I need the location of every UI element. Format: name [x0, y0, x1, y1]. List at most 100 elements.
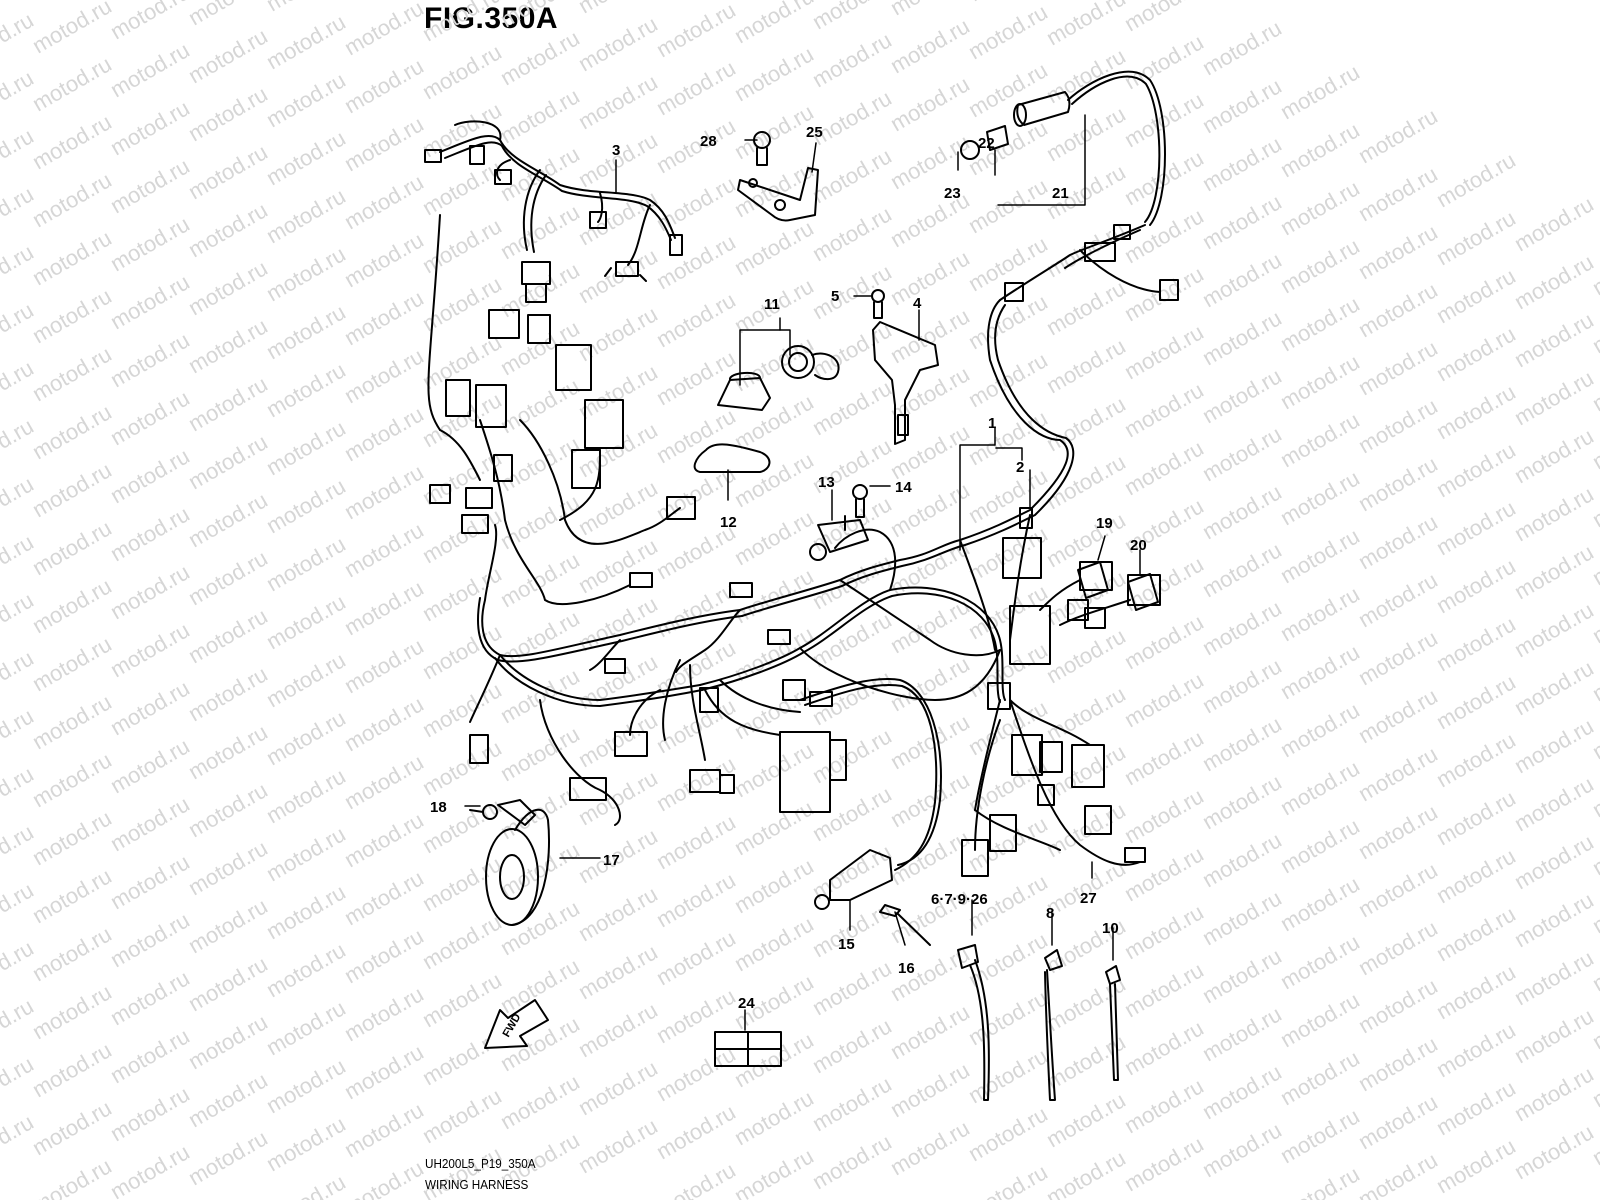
- watermark-text: motod.ru: [886, 1115, 974, 1180]
- watermark-text: motod.ru: [1120, 1131, 1208, 1196]
- watermark-text: motod.ru: [1432, 901, 1520, 966]
- connector-cluster-right: [961, 224, 1179, 877]
- watermark-text: motod.ru: [1276, 755, 1364, 820]
- watermark-text: motod.ru: [574, 11, 662, 76]
- watermark-text: motod.ru: [184, 545, 272, 610]
- watermark-text: motod.ru: [1354, 1031, 1442, 1096]
- watermark-text: motod.ru: [964, 173, 1052, 238]
- watermark-text: motod.ru: [340, 343, 428, 408]
- watermark-text: motod.ru: [574, 301, 662, 366]
- pad-part-12: [693, 443, 771, 473]
- watermark-text: motod.ru: [1042, 391, 1130, 456]
- callout-20: 20: [1130, 537, 1147, 554]
- callout-23: 23: [944, 185, 961, 202]
- watermark-text: motod.ru: [1510, 249, 1598, 314]
- watermark-text: motod.ru: [1432, 611, 1520, 676]
- watermark-text: motod.ru: [1510, 655, 1598, 720]
- watermark-text: motod.ru: [1042, 275, 1130, 340]
- watermark-text: motod.ru: [106, 791, 194, 856]
- watermark-text: motod.ru: [808, 201, 896, 266]
- watermark-text: motod.ru: [418, 1083, 506, 1148]
- watermark-text: motod.ru: [28, 167, 116, 232]
- watermark-text: motod.ru: [496, 895, 584, 960]
- callout-22: 22: [978, 135, 995, 152]
- figure-code: UH200L5_P19_350A: [425, 1156, 536, 1171]
- watermark-text: motod.ru: [574, 939, 662, 1004]
- watermark-text: motod.ru: [1120, 377, 1208, 442]
- watermark-text: motod.ru: [1120, 957, 1208, 1022]
- callout-4: 4: [913, 295, 922, 312]
- watermark-text: motod.ru: [652, 983, 740, 1048]
- watermark-text: motod.ru: [1510, 829, 1598, 894]
- watermark-text: motod.ru: [1042, 855, 1130, 920]
- watermark-text: motod.ru: [808, 781, 896, 846]
- watermark-text: motod.ru: [1432, 1017, 1520, 1082]
- figure-title: FIG.350A: [424, 2, 559, 35]
- watermark-text: motod.ru: [496, 721, 584, 786]
- watermark-text: motod.ru: [574, 475, 662, 540]
- watermark-text: motod.ru: [1276, 349, 1364, 414]
- watermark-text: motod.ru: [262, 821, 350, 886]
- watermark-text: motod.ru: [418, 213, 506, 278]
- watermark-text: motod.ru: [496, 315, 584, 380]
- watermark-text: motod.ru: [418, 155, 506, 220]
- watermark-text: motod.ru: [1198, 943, 1286, 1008]
- watermark-text: motod.ru: [1276, 407, 1364, 472]
- watermark-text: motod.ru: [964, 347, 1052, 412]
- watermark-text: motod.ru: [28, 747, 116, 812]
- watermark-text: motod.ru: [262, 357, 350, 422]
- watermark-text: motod.ru: [730, 795, 818, 860]
- watermark-text: motod.ru: [340, 459, 428, 524]
- watermark-text: motod.ru: [262, 531, 350, 596]
- watermark-text: motod.ru: [340, 749, 428, 814]
- watermark-text: motod.ru: [1198, 363, 1286, 428]
- watermark-text: motod.ru: [1276, 639, 1364, 704]
- watermark-text: motod.ru: [652, 113, 740, 178]
- watermark-text: motod.ru: [28, 979, 116, 1044]
- watermark-text: motod.ru: [730, 331, 818, 396]
- watermark-text: motod.ru: [964, 57, 1052, 122]
- watermark-text: motod.ru: [1354, 915, 1442, 980]
- watermark-text: motod.ru: [1276, 233, 1364, 298]
- watermark-text: motod.ru: [1432, 263, 1520, 328]
- watermark-text: motod.ru: [730, 1027, 818, 1092]
- watermark-text: motod.ru: [1042, 43, 1130, 108]
- watermark-text: motod.ru: [964, 637, 1052, 702]
- watermark-text: motod.ru: [730, 215, 818, 280]
- watermark-text: motod.ru: [1432, 785, 1520, 850]
- watermark-text: motod.ru: [28, 0, 116, 58]
- callout-1: 1: [988, 415, 996, 432]
- watermark-text: motod.ru: [886, 303, 974, 368]
- watermark-text: motod.ru: [184, 1009, 272, 1074]
- watermark-text: motod.ru: [1510, 481, 1598, 546]
- watermark-text: motod.ru: [106, 1139, 194, 1200]
- horn-part-17: [469, 799, 551, 926]
- cap-part-21: [960, 70, 1166, 226]
- watermark-text: motod.ru: [106, 385, 194, 450]
- watermark-text: motod.ru: [808, 607, 896, 672]
- watermark-text: motod.ru: [1042, 681, 1130, 746]
- watermark-text: motod.ru: [1510, 945, 1598, 1010]
- watermark-text: motod.ru: [1120, 609, 1208, 674]
- callout-5: 5: [831, 288, 839, 305]
- watermark-text: motod.ru: [28, 51, 116, 116]
- watermark-text: motod.ru: [184, 371, 272, 436]
- watermark-text: motod.ru: [1198, 479, 1286, 544]
- bracket-part-4: [871, 289, 939, 445]
- watermark-text: motod.ru: [1198, 131, 1286, 196]
- watermark-text: motod.ru: [1510, 597, 1598, 662]
- watermark-text: motod.ru: [1354, 103, 1442, 168]
- watermark-text: motod.ru: [106, 733, 194, 798]
- watermark-text: motod.ru: [106, 907, 194, 972]
- watermark-text: motod.ru: [28, 225, 116, 290]
- tie-part-6-7-9-26: [957, 944, 990, 1101]
- watermark-text: motod.ru: [184, 835, 272, 900]
- watermark-text: motod.ru: [262, 241, 350, 306]
- watermark-text: motod.ru: [184, 197, 272, 262]
- watermark-text: motod.ru: [1198, 537, 1286, 602]
- watermark-text: motod.ru: [1198, 1117, 1286, 1182]
- watermark-text: motod.ru: [808, 375, 896, 440]
- callout-16: 16: [898, 960, 915, 977]
- watermark-text: motod.ru: [496, 431, 584, 496]
